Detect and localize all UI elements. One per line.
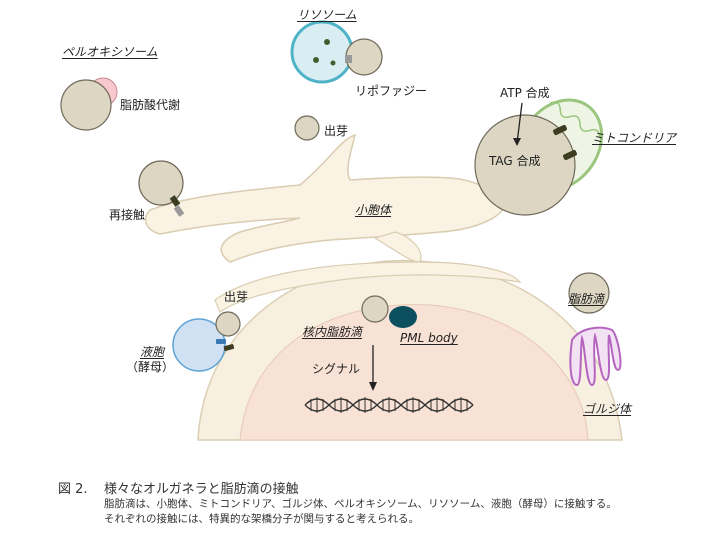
organelle-contact-diagram (60, 20, 623, 441)
caption-line-1: 脂肪滴は、小胞体、ミトコンドリア、ゴルジ体、ペルオキシソーム、リソソーム、液胞（… (104, 498, 617, 510)
label-er: 小胞体 (355, 203, 392, 217)
vacuole-lipid-droplet (215, 311, 241, 337)
er-membrane (144, 133, 506, 263)
label-signal: シグナル (312, 362, 361, 376)
golgi-apparatus (569, 326, 622, 387)
lysosome-content-dot (324, 39, 330, 45)
lysosome-tether (345, 55, 352, 63)
label-lipophagy: リポファジー (355, 84, 428, 98)
er-sheet (214, 261, 522, 313)
mito-tether (553, 124, 567, 136)
label-mitochondria: ミトコンドリア (592, 131, 677, 145)
vacuole-tether-dark (223, 344, 235, 352)
label-budding-left: 出芽 (224, 290, 249, 304)
label-yeast: （酵母） (126, 360, 175, 374)
caption-line-2: それぞれの接触には、特異的な架橋分子が関与すると考えられる。 (104, 513, 419, 525)
lysosome-content-dot (313, 57, 319, 63)
vacuole-tether-blue (216, 339, 226, 344)
label-atp-synthesis: ATP 合成 (500, 86, 550, 100)
label-fatty-acid-metabolism: 脂肪酸代謝 (120, 98, 181, 112)
recontact-tether-grey (173, 205, 185, 217)
label-budding-top: 出芽 (324, 124, 349, 138)
pml-body (389, 306, 417, 328)
caption-title: 様々なオルガネラと脂肪滴の接触 (104, 482, 299, 497)
nuclear-lipid-droplet (361, 295, 389, 323)
label-tag-synthesis: TAG 合成 (489, 154, 541, 168)
label-lysosome: リソソーム (297, 8, 357, 22)
label-vacuole: 液胞 (140, 345, 165, 359)
er-tubule (373, 231, 422, 263)
mito-tether (563, 149, 577, 161)
signal-arrowhead (369, 382, 377, 391)
dna-helix (304, 397, 474, 413)
figure-caption: 図 2. 様々なオルガネラと脂肪滴の接触 脂肪滴は、小胞体、ミトコンドリア、ゴルジ… (58, 478, 708, 527)
caption-title-row: 図 2. 様々なオルガネラと脂肪滴の接触 (58, 478, 708, 497)
atp-to-tag-arrow (516, 102, 523, 144)
mito-lipid-droplet (474, 114, 576, 216)
lysosome-content-dot (330, 60, 336, 66)
atp-to-tag-arrowhead (513, 138, 521, 146)
label-lipid-droplet: 脂肪滴 (568, 292, 605, 306)
lysosome (290, 20, 354, 84)
budding-lipid-droplet (294, 115, 320, 141)
golgi-lipid-droplet (568, 272, 610, 314)
label-golgi: ゴルジ体 (583, 402, 632, 416)
mitochondrion-cristae (550, 101, 601, 138)
recontact-lipid-droplet (138, 160, 184, 206)
recontact-tether-dark (169, 195, 181, 207)
vacuole (172, 318, 226, 372)
peroxisome-lipid-droplet (60, 79, 112, 131)
label-reattach: 再接触 (109, 208, 146, 222)
label-pml-body: PML body (400, 331, 458, 345)
label-peroxisome: ペルオキシソーム (62, 45, 158, 59)
label-nuclear-lipid-droplet: 核内脂肪滴 (302, 325, 363, 339)
caption-number: 図 2. (58, 482, 88, 497)
